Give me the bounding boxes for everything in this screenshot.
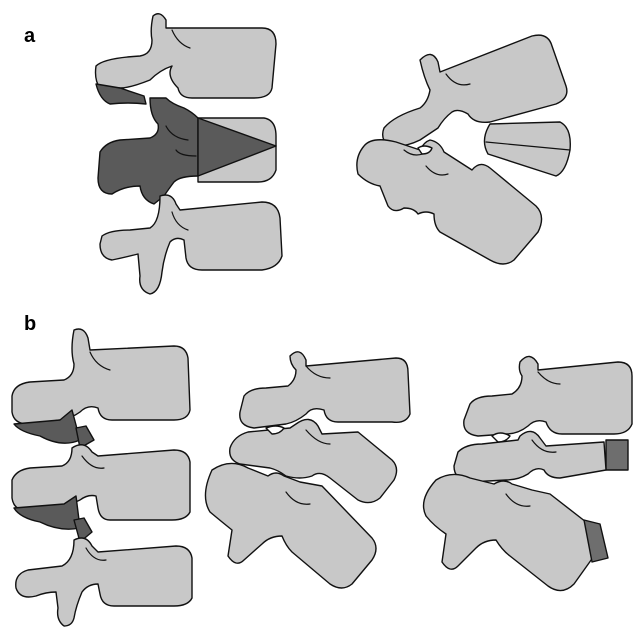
vertebra-a-lower xyxy=(100,195,282,294)
panel-a-label: a xyxy=(24,25,36,47)
vertebra-b1-lower xyxy=(16,538,192,626)
panel-a-right-group xyxy=(357,35,570,264)
vertebra-b3-lower xyxy=(424,474,594,590)
panel-b-right-group xyxy=(424,356,632,590)
vertebra-b1-upper xyxy=(12,329,190,424)
panel-b-label: b xyxy=(24,313,36,335)
panel-b-left-column xyxy=(12,329,192,626)
graft-b3-upper xyxy=(606,440,628,470)
panel-a-left-column xyxy=(96,14,283,294)
panel-b-middle-group xyxy=(205,352,410,588)
vertebra-b2-upper xyxy=(240,352,410,428)
vertebra-b3-middle xyxy=(454,431,606,482)
vertebra-a-upper xyxy=(96,14,277,98)
vertebra-b3-upper xyxy=(464,356,632,436)
